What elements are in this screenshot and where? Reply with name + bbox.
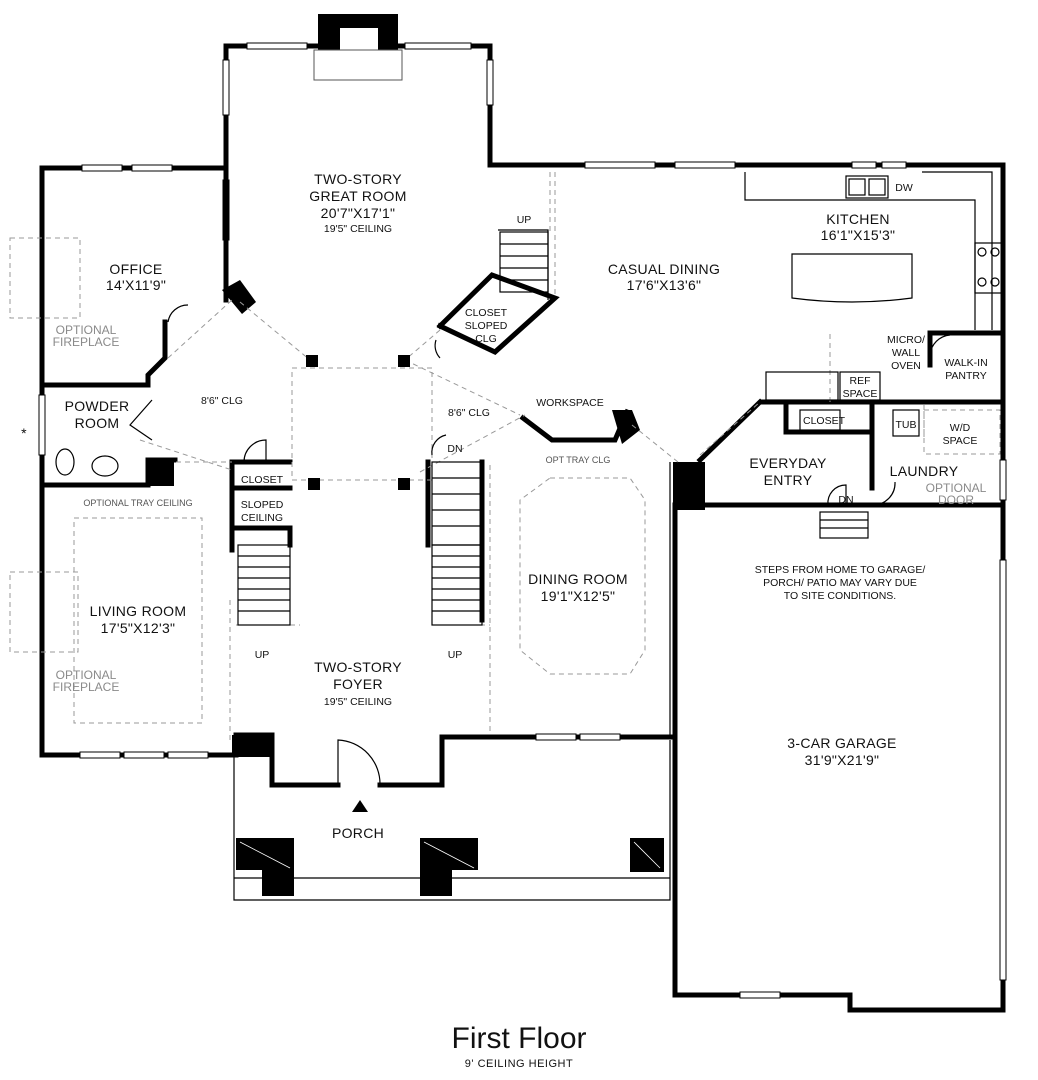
- office-fireplace-2: FIREPLACE: [53, 335, 120, 349]
- up-top-label: UP: [517, 214, 532, 226]
- great-room-dims: 20'7"X17'1": [321, 205, 396, 221]
- living-room-name: LIVING ROOM: [90, 603, 187, 619]
- closet-mid: CLOSET: [241, 474, 284, 486]
- office-dims: 14'X11'9": [106, 277, 166, 293]
- wd-2: SPACE: [943, 435, 978, 447]
- tub-label: TUB: [896, 419, 917, 431]
- plan-title: First Floor: [451, 1022, 587, 1055]
- office-name: OFFICE: [109, 261, 162, 277]
- garage-note-2: PORCH/ PATIO MAY VARY DUE: [763, 577, 917, 589]
- dn-laundry: DN: [838, 494, 853, 506]
- dining-room-dims: 19'1"X12'5": [541, 588, 616, 604]
- optional-tray: OPTIONAL TRAY CEILING: [83, 498, 192, 508]
- ref-2: SPACE: [843, 388, 878, 400]
- micro-3: OVEN: [891, 360, 921, 372]
- opt-tray-clg: OPT TRAY CLG: [546, 455, 611, 465]
- pantry-1: WALK-IN: [944, 357, 987, 369]
- everyday-entry-2: ENTRY: [764, 472, 813, 488]
- powder-1: POWDER: [65, 398, 130, 414]
- foyer-name2: FOYER: [333, 676, 383, 692]
- columns: [306, 355, 410, 490]
- sloped-ceiling-1: SLOPED: [241, 499, 284, 511]
- living-fireplace-2: FIREPLACE: [53, 680, 120, 694]
- closet-sloped-3: CLG: [475, 333, 497, 345]
- stairs: [237, 231, 869, 626]
- clg-left: 8'6" CLG: [201, 395, 243, 407]
- optional-door-2: DOOR: [938, 493, 974, 507]
- laundry-label: LAUNDRY: [890, 463, 959, 479]
- kitchen-counters: [744, 171, 1003, 455]
- dn-mid: DN: [447, 443, 462, 455]
- casual-dining-dims: 17'6"X13'6": [627, 277, 702, 293]
- garage-note-1: STEPS FROM HOME TO GARAGE/: [755, 564, 926, 576]
- asterisk: *: [21, 425, 27, 441]
- garage-dims: 31'9"X21'9": [805, 752, 880, 768]
- powder-2: ROOM: [75, 415, 120, 431]
- workspace-label: WORKSPACE: [536, 397, 603, 409]
- sink-icon: [91, 455, 119, 477]
- casual-dining-name: CASUAL DINING: [608, 261, 720, 277]
- ref-1: REF: [850, 375, 871, 387]
- dining-room-name: DINING ROOM: [528, 571, 628, 587]
- closet-sloped-2: SLOPED: [465, 320, 508, 332]
- porch: [233, 740, 671, 901]
- pantry-2: PANTRY: [945, 370, 987, 382]
- up-right: UP: [448, 649, 463, 661]
- kitchen-name: KITCHEN: [826, 211, 890, 227]
- foyer-name1: TWO-STORY: [314, 659, 402, 675]
- up-left: UP: [255, 649, 270, 661]
- doors: [129, 304, 951, 786]
- living-room-dims: 17'5"X12'3": [101, 620, 176, 636]
- wd-1: W/D: [950, 422, 971, 434]
- great-room-name1: TWO-STORY: [314, 171, 402, 187]
- living-fireplace-1: OPTIONAL: [56, 668, 117, 682]
- plan-subtitle: 9' CEILING HEIGHT: [464, 1058, 574, 1070]
- office-fireplace-1: OPTIONAL: [56, 323, 117, 337]
- micro-1: MICRO/: [887, 334, 925, 346]
- garage-note-3: TO SITE CONDITIONS.: [784, 590, 896, 602]
- closet-laundry: CLOSET: [803, 415, 846, 427]
- foyer-note: 19'5" CEILING: [324, 696, 392, 708]
- porch-label: PORCH: [332, 825, 384, 841]
- dw-label: DW: [895, 182, 913, 194]
- everyday-entry-1: EVERYDAY: [749, 455, 827, 471]
- optional-door-1: OPTIONAL: [926, 481, 987, 495]
- great-room-note: 19'5" CEILING: [324, 223, 392, 235]
- garage-name: 3-CAR GARAGE: [787, 735, 896, 751]
- sloped-ceiling-2: CEILING: [241, 512, 283, 524]
- clg-mid: 8'6" CLG: [448, 407, 490, 419]
- toilet-icon: [55, 448, 75, 476]
- micro-2: WALL: [892, 347, 920, 359]
- floor-plan: TWO-STORY GREAT ROOM 20'7"X17'1" 19'5" C…: [9, 14, 1007, 1013]
- kitchen-dims: 16'1"X15'3": [821, 227, 896, 243]
- closet-sloped-1: CLOSET: [465, 307, 508, 319]
- great-room-name2: GREAT ROOM: [309, 188, 406, 204]
